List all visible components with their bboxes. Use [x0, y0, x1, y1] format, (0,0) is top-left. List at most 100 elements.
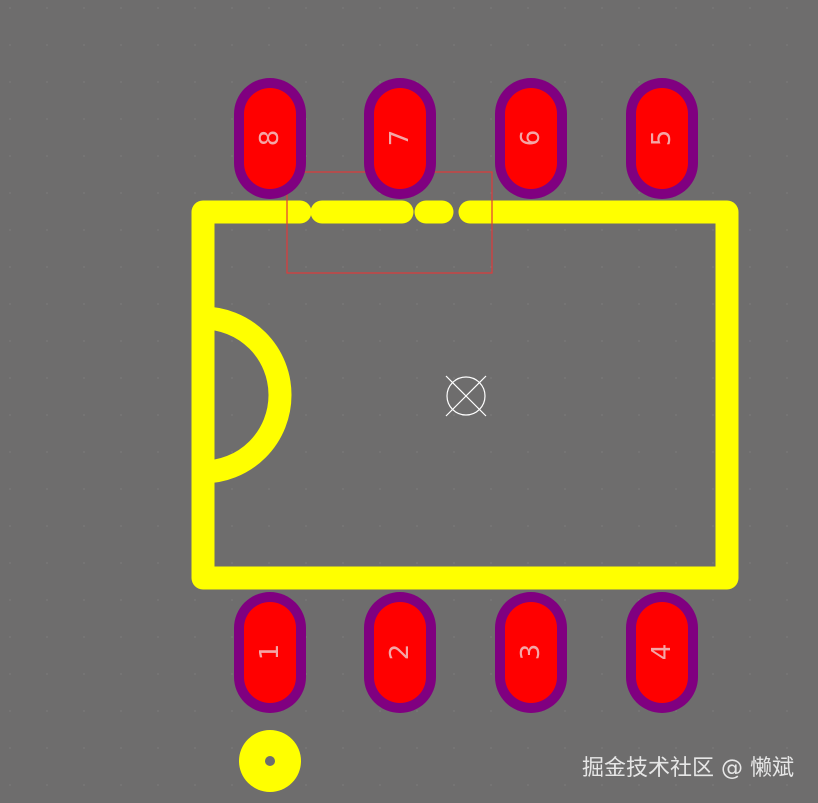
grid-dot — [675, 44, 677, 46]
grid-dot — [157, 414, 159, 416]
grid-dot — [527, 7, 529, 9]
grid-dot — [342, 229, 344, 231]
grid-dot — [46, 192, 48, 194]
grid-dot — [564, 7, 566, 9]
grid-dot — [157, 118, 159, 120]
grid-dot — [416, 303, 418, 305]
grid-dot — [83, 599, 85, 601]
grid-dot — [231, 7, 233, 9]
grid-dot — [564, 488, 566, 490]
grid-dot — [786, 340, 788, 342]
grid-dot — [120, 562, 122, 564]
pad-8[interactable]: 8 — [234, 78, 306, 199]
pin1-notch-arc — [202, 306, 292, 484]
grid-dot — [453, 266, 455, 268]
grid-dot — [638, 784, 640, 786]
grid-dot — [9, 784, 11, 786]
grid-dot — [601, 636, 603, 638]
grid-dot — [120, 747, 122, 749]
grid-dot — [490, 44, 492, 46]
grid-dot — [490, 303, 492, 305]
pad-7[interactable]: 7 — [364, 78, 436, 199]
grid-dot — [46, 7, 48, 9]
grid-dot — [157, 599, 159, 601]
grid-dot — [83, 451, 85, 453]
grid-dot — [564, 44, 566, 46]
grid-dot — [194, 192, 196, 194]
grid-dot — [749, 525, 751, 527]
grid-dot — [786, 710, 788, 712]
grid-dot — [46, 81, 48, 83]
grid-dot — [46, 44, 48, 46]
grid-dot — [786, 118, 788, 120]
grid-dot — [379, 414, 381, 416]
grid-dot — [490, 340, 492, 342]
grid-dot — [712, 44, 714, 46]
grid-dot — [342, 155, 344, 157]
grid-dot — [786, 636, 788, 638]
grid-dot — [675, 562, 677, 564]
grid-dot — [342, 414, 344, 416]
grid-dot — [9, 710, 11, 712]
grid-dot — [342, 562, 344, 564]
pad-6[interactable]: 6 — [495, 78, 567, 199]
grid-dot — [453, 525, 455, 527]
grid-dot — [490, 155, 492, 157]
grid-dot — [601, 155, 603, 157]
pad-number: 3 — [516, 644, 546, 661]
grid-dot — [490, 81, 492, 83]
grid-dot — [453, 414, 455, 416]
grid-dot — [453, 118, 455, 120]
grid-dot — [601, 303, 603, 305]
grid-dot — [712, 562, 714, 564]
grid-dot — [379, 340, 381, 342]
pin1-marker-dot — [239, 730, 301, 792]
grid-dot — [342, 710, 344, 712]
grid-dot — [9, 81, 11, 83]
grid-dot — [453, 673, 455, 675]
grid-dot — [527, 414, 529, 416]
grid-dot — [83, 340, 85, 342]
grid-dot — [564, 599, 566, 601]
grid-dot — [120, 44, 122, 46]
grid-dot — [786, 451, 788, 453]
grid-dot — [9, 747, 11, 749]
pad-4[interactable]: 4 — [626, 592, 698, 713]
grid-dot — [638, 525, 640, 527]
grid-dot — [342, 340, 344, 342]
pad-number: 2 — [385, 644, 415, 661]
grid-dot — [749, 488, 751, 490]
pad-number: 8 — [255, 130, 285, 147]
grid-dot — [305, 266, 307, 268]
grid-dot — [527, 488, 529, 490]
grid-dot — [157, 266, 159, 268]
grid-dot — [749, 747, 751, 749]
pad-1[interactable]: 1 — [234, 592, 306, 713]
grid-dot — [675, 784, 677, 786]
grid-dot — [601, 451, 603, 453]
grid-dot — [675, 340, 677, 342]
grid-dot — [83, 81, 85, 83]
pad-2[interactable]: 2 — [364, 592, 436, 713]
grid-dot — [527, 303, 529, 305]
grid-dot — [786, 747, 788, 749]
grid-dot — [379, 451, 381, 453]
grid-dot — [749, 7, 751, 9]
grid-dot — [83, 747, 85, 749]
grid-dot — [749, 266, 751, 268]
grid-dot — [675, 451, 677, 453]
grid-dot — [675, 525, 677, 527]
grid-dot — [120, 673, 122, 675]
grid-dot — [675, 303, 677, 305]
grid-dot — [83, 636, 85, 638]
grid-dot — [342, 192, 344, 194]
grid-dot — [120, 599, 122, 601]
grid-dot — [9, 673, 11, 675]
grid-dot — [453, 7, 455, 9]
grid-dot — [564, 784, 566, 786]
pad-5[interactable]: 5 — [626, 78, 698, 199]
grid-dot — [83, 784, 85, 786]
pad-3[interactable]: 3 — [495, 592, 567, 713]
grid-dot — [46, 710, 48, 712]
